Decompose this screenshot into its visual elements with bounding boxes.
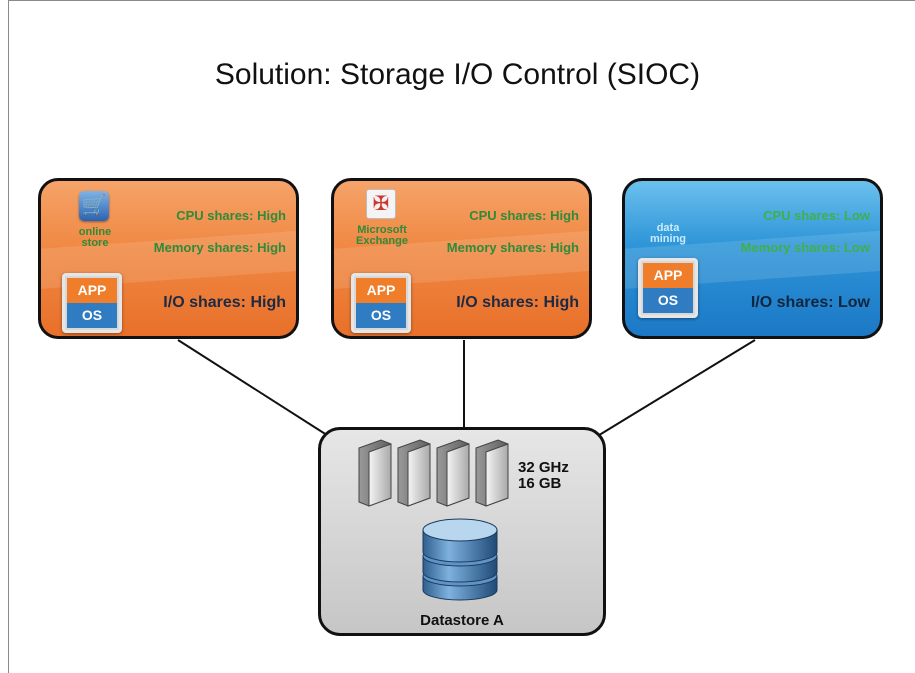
slide-border-top (8, 0, 915, 1)
app-name-line-2: Exchange (356, 235, 408, 247)
app-name-line-1: online (78, 226, 112, 238)
os-layer-label: OS (67, 303, 117, 328)
app-os-icon: APP OS (351, 273, 411, 333)
app-name-line-2: store (81, 237, 109, 249)
memory-shares-label: Memory shares: Low (740, 240, 870, 255)
connector-vm1-host (177, 339, 331, 438)
app-name: Microsoft Exchange (348, 225, 416, 247)
app-name-line-1: data (656, 222, 680, 234)
os-layer-label: OS (356, 303, 406, 328)
vm-box-online-store: 🛒 online store CPU shares: High Memory s… (38, 178, 299, 339)
vm-box-data-mining: data mining CPU shares: Low Memory share… (622, 178, 883, 339)
exchange-icon: ✠ (366, 189, 396, 219)
io-shares-label: I/O shares: Low (750, 294, 870, 311)
app-name-line-2: mining (649, 233, 687, 245)
cpu-shares-label: CPU shares: Low (763, 208, 870, 223)
io-shares-label: I/O shares: High (456, 294, 579, 311)
shopping-cart-icon: 🛒 (79, 191, 109, 221)
app-layer-label: APP (67, 278, 117, 303)
host-capacity: 32 GHz 16 GB (518, 460, 569, 492)
cpu-capacity: 32 GHz (518, 459, 569, 476)
memory-capacity: 16 GB (518, 475, 562, 492)
cpu-shares-label: CPU shares: High (176, 208, 286, 223)
server-rack-icon (358, 439, 509, 507)
app-name-line-1: Microsoft (357, 224, 407, 236)
app-os-icon: APP OS (638, 258, 698, 318)
cpu-shares-label: CPU shares: High (469, 208, 579, 223)
app-name: online store (71, 227, 119, 249)
memory-shares-label: Memory shares: High (446, 240, 579, 255)
connector-vm3-host (595, 339, 756, 438)
app-layer-label: APP (643, 263, 693, 288)
os-layer-label: OS (643, 288, 693, 313)
memory-shares-label: Memory shares: High (153, 240, 286, 255)
io-shares-label: I/O shares: High (163, 294, 286, 311)
database-cylinder-icon (422, 518, 498, 601)
slide-title: Solution: Storage I/O Control (SIOC) (214, 58, 701, 91)
app-os-icon: APP OS (62, 273, 122, 333)
datastore-label: Datastore A (420, 612, 504, 629)
slide-border-left (8, 0, 9, 673)
vm-box-microsoft-exchange: ✠ Microsoft Exchange CPU shares: High Me… (331, 178, 592, 339)
app-layer-label: APP (356, 278, 406, 303)
app-name: data mining (643, 223, 693, 245)
host-box: 32 GHz 16 GB Datastore A (318, 427, 606, 636)
